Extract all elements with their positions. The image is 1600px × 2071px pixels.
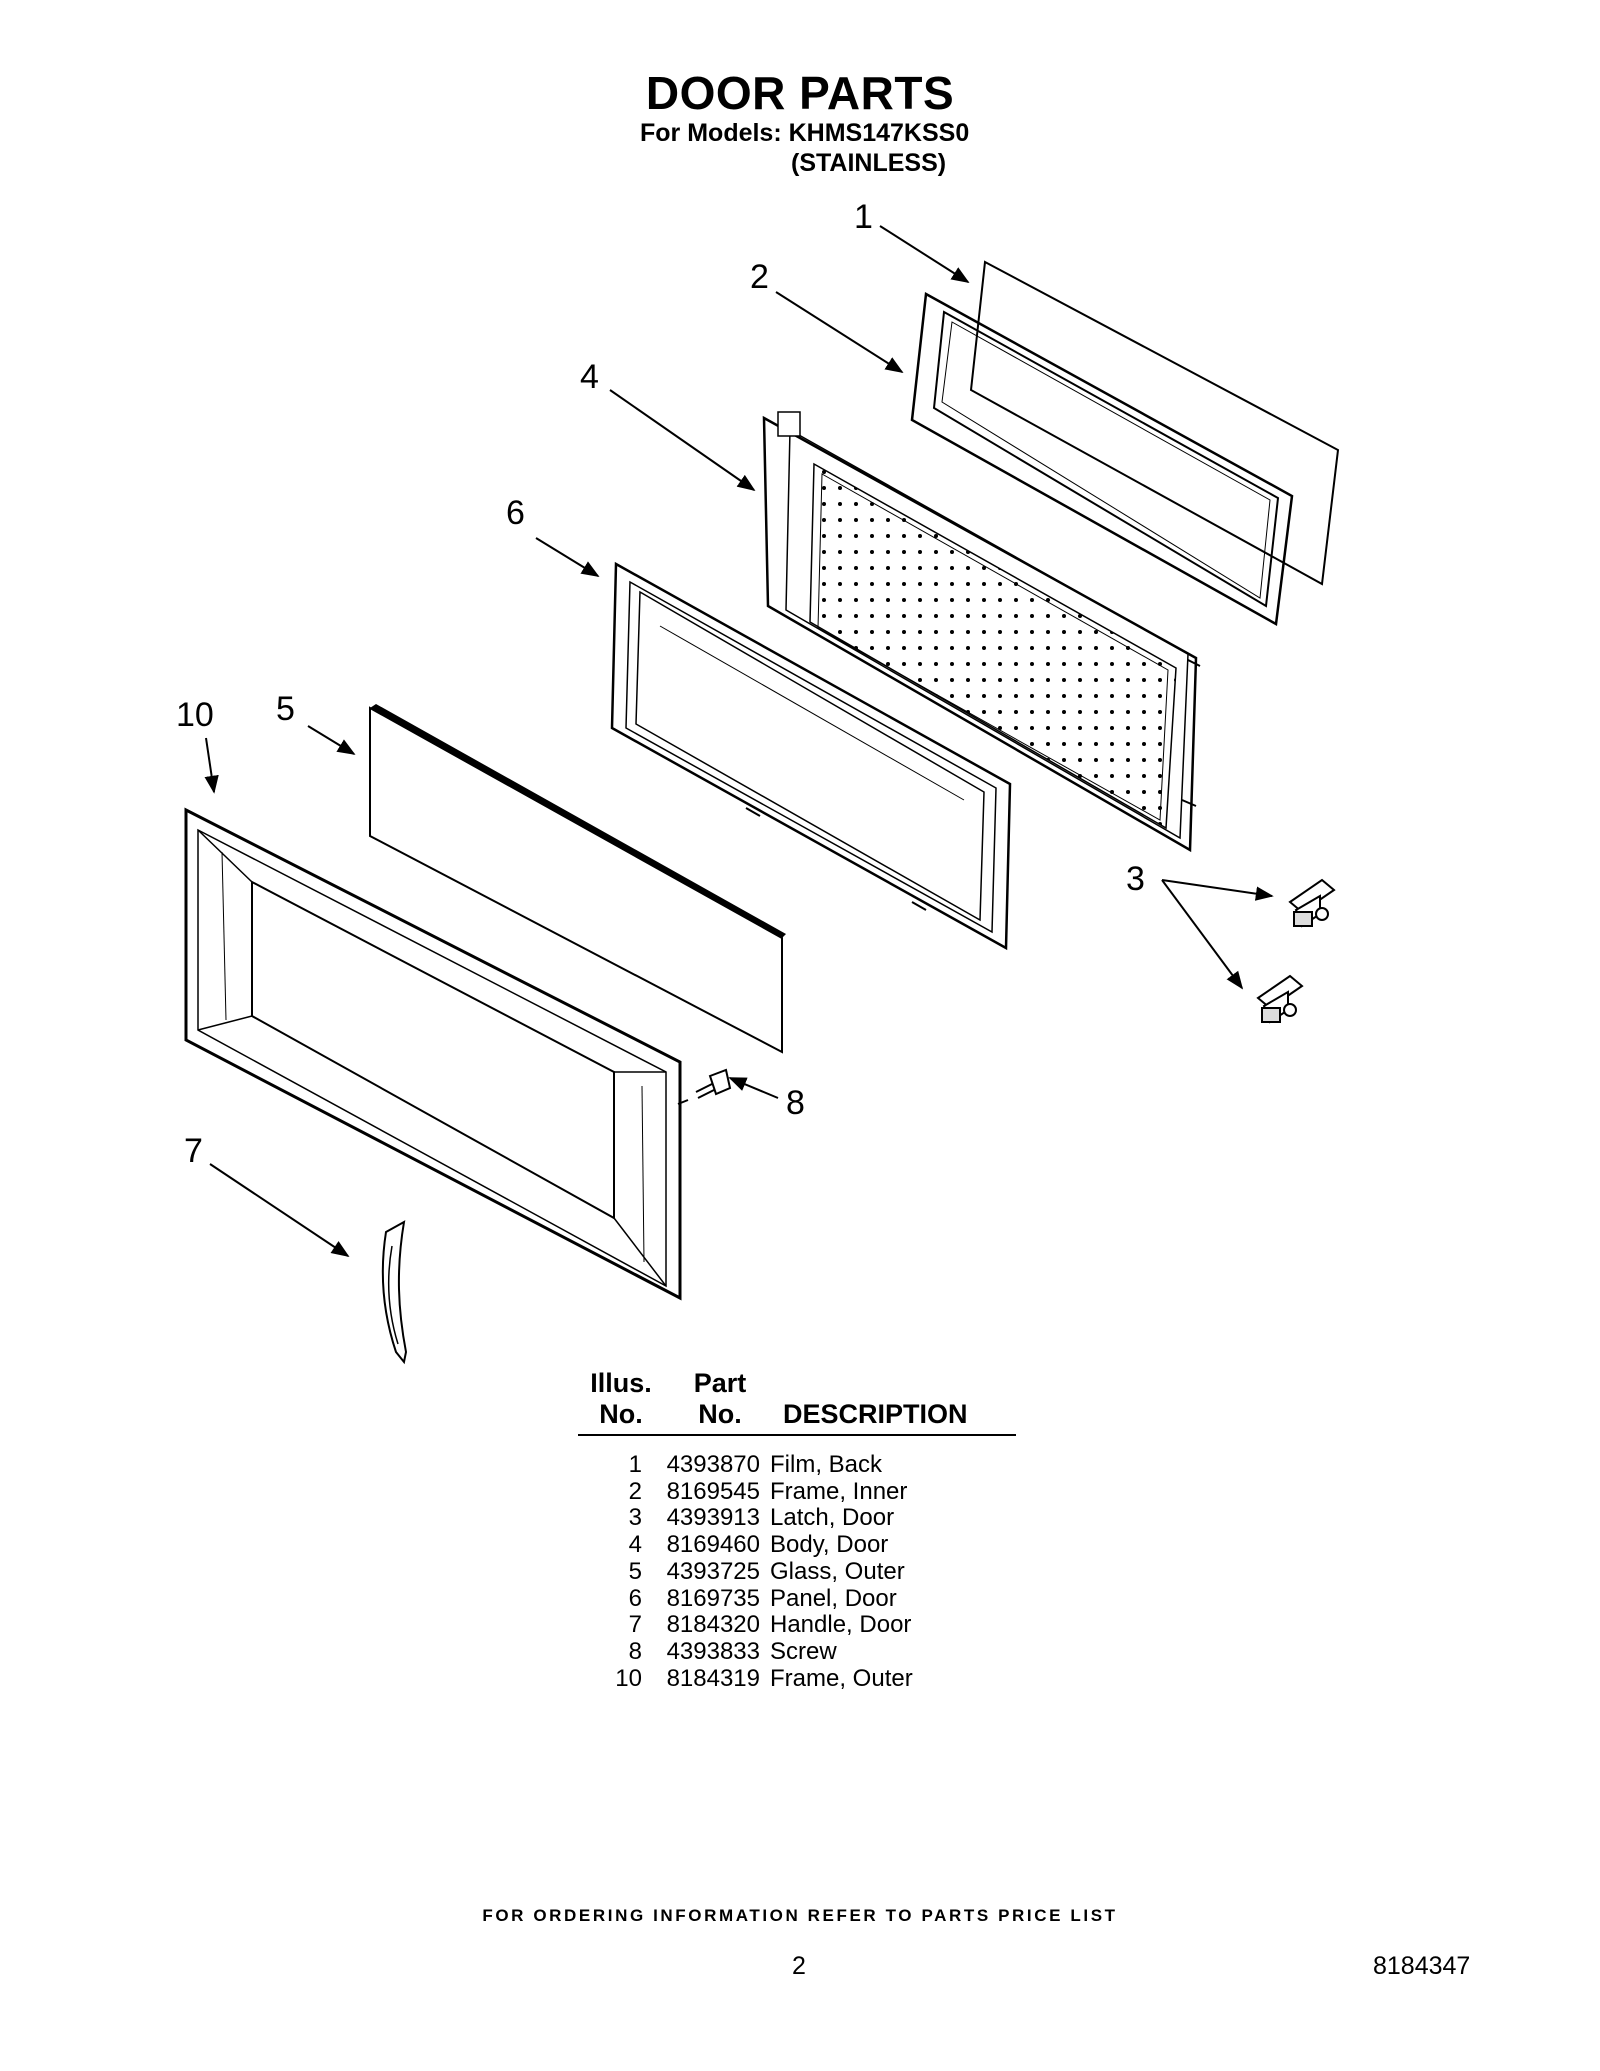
- table-row: 6 8169735 Panel, Door: [580, 1584, 913, 1613]
- part-no: 8169735: [666, 1584, 760, 1612]
- part-handle-door: [381, 1220, 408, 1365]
- part-frame-outer: [184, 807, 682, 1301]
- callout-6: 6: [506, 494, 525, 532]
- description: Glass, Outer: [770, 1557, 905, 1585]
- part-panel-door: [610, 561, 1012, 951]
- part-screw: [677, 1068, 732, 1105]
- header-divider: [578, 1434, 1016, 1436]
- table-row: 2 8169545 Frame, Inner: [580, 1477, 913, 1506]
- description: Film, Back: [770, 1451, 883, 1478]
- models-label: For Models: KHMS147KSS0 (STAINLESS): [640, 118, 969, 178]
- callout-7: 7: [184, 1132, 203, 1170]
- table-row: 10 8184319 Frame, Outer: [580, 1664, 913, 1693]
- illus-no: 3: [628, 1504, 642, 1532]
- header-description: DESCRIPTION: [783, 1399, 968, 1429]
- illus-no: 4: [628, 1531, 642, 1559]
- callout-10: 10: [176, 696, 214, 734]
- callout-5: 5: [276, 690, 295, 728]
- page-number: 2: [792, 1952, 806, 1980]
- description: Frame, Inner: [770, 1477, 908, 1505]
- ordering-note: FOR ORDERING INFORMATION REFER TO PARTS …: [482, 1906, 1118, 1925]
- part-no: 4393833: [666, 1637, 760, 1665]
- illus-no: 6: [628, 1584, 642, 1612]
- part-frame-inner: [910, 292, 1294, 626]
- part-latch-door: [1256, 878, 1336, 1024]
- description: Latch, Door: [770, 1504, 895, 1532]
- illus-no: 5: [628, 1557, 642, 1585]
- part-no: 4393725: [666, 1557, 760, 1585]
- part-glass-outer: [369, 704, 786, 1054]
- illus-no: 10: [615, 1664, 642, 1692]
- callout-2: 2: [750, 258, 769, 296]
- table-row: 7 8184320 Handle, Door: [580, 1612, 913, 1639]
- part-no: 8184320: [666, 1611, 760, 1639]
- part-no: 8169460: [666, 1531, 760, 1559]
- part-no: 4393870: [666, 1451, 760, 1478]
- header-illus-line-2: No.: [599, 1399, 643, 1429]
- callout-4: 4: [580, 358, 599, 396]
- illus-no: 8: [628, 1637, 642, 1665]
- description: Handle, Door: [770, 1611, 912, 1639]
- callout-1: 1: [854, 198, 873, 236]
- description: Screw: [770, 1637, 837, 1665]
- description: Body, Door: [770, 1531, 889, 1559]
- illus-no: 1: [628, 1451, 642, 1478]
- part-body-door: [762, 411, 1201, 853]
- leader-lines: [204, 225, 1274, 1257]
- part-no: 4393913: [666, 1504, 760, 1532]
- header-part-line-1: Part: [693, 1368, 747, 1398]
- callout-3: 3: [1126, 860, 1145, 898]
- illus-no: 2: [628, 1477, 642, 1505]
- table-row: 3 4393913 Latch, Door: [580, 1505, 913, 1532]
- header-illus-line-1: Illus.: [590, 1368, 652, 1398]
- part-film-back: [969, 260, 1340, 586]
- page-title: DOOR PARTS: [645, 67, 955, 119]
- header-part-line-2: No.: [698, 1399, 742, 1429]
- table-row: 5 4393725 Glass, Outer: [580, 1557, 913, 1586]
- description: Panel, Door: [770, 1584, 897, 1612]
- table-row: 8 4393833 Screw: [580, 1637, 913, 1666]
- models-line-2: (STAINLESS): [791, 149, 947, 177]
- models-line-1: For Models: KHMS147KSS0: [640, 119, 970, 147]
- part-no: 8184319: [666, 1664, 760, 1692]
- table-row: 4 8169460 Body, Door: [580, 1531, 913, 1559]
- illus-no: 7: [628, 1611, 642, 1639]
- description: Frame, Outer: [770, 1664, 913, 1692]
- part-no: 8169545: [666, 1477, 760, 1505]
- document-number: 8184347: [1373, 1952, 1471, 1980]
- callout-8: 8: [786, 1084, 805, 1122]
- table-row: 1 4393870 Film, Back: [580, 1451, 913, 1479]
- header-part-no: Part No.: [680, 1368, 760, 1430]
- header-illus-no: Illus. No.: [586, 1368, 656, 1430]
